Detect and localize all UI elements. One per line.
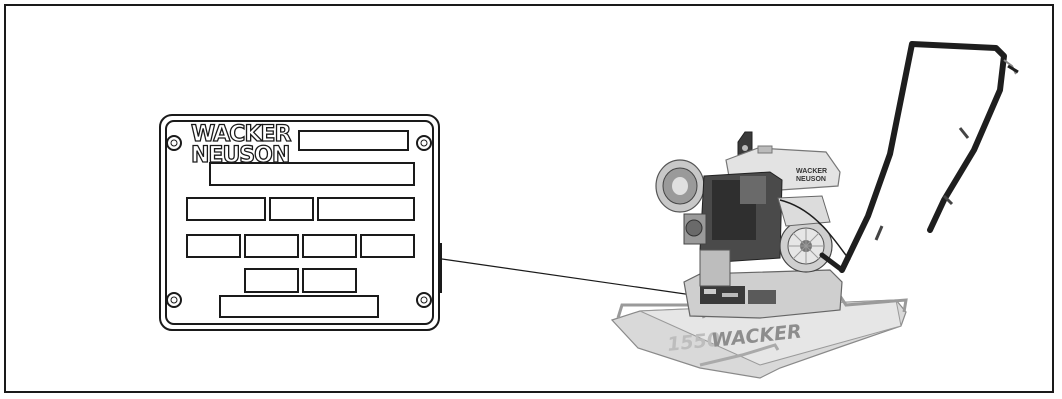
- nameplate-field: [244, 268, 299, 293]
- mounting-hole-icon: [416, 135, 432, 151]
- engine-logo-line2: NEUSON: [796, 176, 826, 183]
- nameplate-field: [360, 234, 415, 258]
- nameplate-field: [302, 268, 357, 293]
- mounting-hole-icon: [166, 292, 182, 308]
- nameplate-tab: [439, 243, 442, 293]
- mounting-hole-icon: [416, 292, 432, 308]
- nameplate-field: [186, 234, 241, 258]
- nameplate-field: [186, 197, 266, 221]
- nameplate-field: [298, 130, 409, 151]
- nameplate-logo-line1: WACKER: [191, 122, 292, 147]
- plate-compactor-machine: 1550 WACKER WACKER NEUSON: [610, 41, 1019, 379]
- engine-logo-line1: WACKER: [796, 168, 827, 175]
- nameplate-field: [219, 295, 379, 318]
- nameplate-field: [302, 234, 357, 258]
- leader-line: [441, 258, 714, 299]
- nameplate-field: [269, 197, 314, 221]
- mounting-hole-icon: [166, 135, 182, 151]
- base-model-text: 1550: [666, 329, 721, 356]
- nameplate-field: [317, 197, 415, 221]
- nameplate-field: [244, 234, 299, 258]
- nameplate: WACKER NEUSON: [159, 114, 442, 331]
- nameplate-field: [209, 162, 415, 186]
